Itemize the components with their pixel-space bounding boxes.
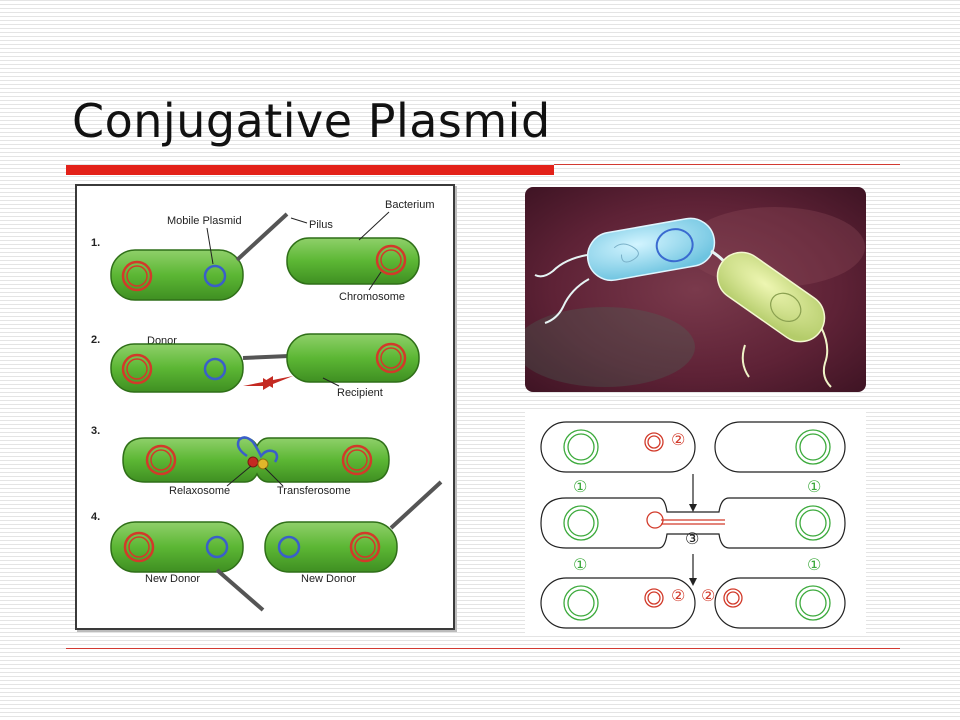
marker-1-right-b: ①	[807, 555, 821, 574]
schematic-cell-row3-right	[714, 577, 846, 629]
label-transferosome: Transferosome	[277, 485, 351, 497]
conjugation-steps-svg: 1. 2. 3. 4. Mobile Plasmid Pilus Bacteri…	[91, 199, 443, 612]
label-bacterium: Bacterium	[385, 199, 435, 211]
schematic-conjugating-cells	[540, 497, 846, 549]
step-number-1: 1.	[91, 237, 100, 249]
label-new-donor-left: New Donor	[145, 573, 200, 585]
footer-rule	[66, 648, 900, 649]
label-new-donor-right: New Donor	[301, 573, 356, 585]
step-number-2: 2.	[91, 334, 100, 346]
new-donor-cell-left	[110, 521, 244, 573]
plasmid-transfer-strand	[236, 436, 279, 463]
donor-cell	[110, 343, 244, 393]
plasmid-circle	[203, 264, 227, 288]
marker-3: ③	[685, 529, 699, 548]
bacteria-conjugation-illustration	[525, 187, 866, 392]
step-number-3: 3.	[91, 425, 100, 437]
step-number-4: 4.	[91, 511, 100, 523]
marker-1-right: ①	[807, 477, 821, 496]
label-relaxosome: Relaxosome	[169, 485, 230, 497]
marker-2-top: ②	[671, 430, 685, 449]
conjugation-schematic: ② ① ① ③ ① ①	[525, 410, 866, 635]
label-chromosome: Chromosome	[339, 291, 405, 303]
green-bacterium	[716, 251, 826, 343]
label-pilus: Pilus	[309, 219, 333, 231]
blue-bacterium	[586, 217, 716, 282]
title-underline-thin	[554, 164, 900, 165]
pilus-bridge	[242, 354, 290, 360]
pilus-line	[235, 212, 289, 262]
arrow-left-icon	[263, 376, 293, 388]
arrow-down-icon	[689, 504, 697, 512]
label-recipient: Recipient	[337, 387, 383, 399]
marker-2-bottom-right: ②	[701, 586, 715, 605]
marker-2-bottom-left: ②	[671, 586, 685, 605]
bacterium-cell-step1-right	[286, 237, 420, 285]
title-underline-thick	[66, 165, 554, 175]
schematic-cell-row1-left	[540, 421, 696, 473]
slide-title: Conjugative Plasmid	[72, 94, 551, 148]
bacterium-cell-step1-left	[110, 249, 244, 301]
new-donor-cell-right	[264, 521, 398, 573]
chromosome-circle	[121, 260, 153, 292]
schematic-cell-row1-right	[714, 421, 846, 473]
transferosome-dot	[257, 458, 269, 470]
marker-1-left: ①	[573, 477, 587, 496]
relaxosome-dot	[247, 456, 259, 468]
schematic-cell-row3-left	[540, 577, 696, 629]
conjugation-steps-diagram: 1. 2. 3. 4. Mobile Plasmid Pilus Bacteri…	[75, 184, 455, 630]
recipient-cell	[286, 333, 420, 383]
marker-1-left-b: ①	[573, 555, 587, 574]
label-mobile-plasmid: Mobile Plasmid	[167, 215, 242, 227]
